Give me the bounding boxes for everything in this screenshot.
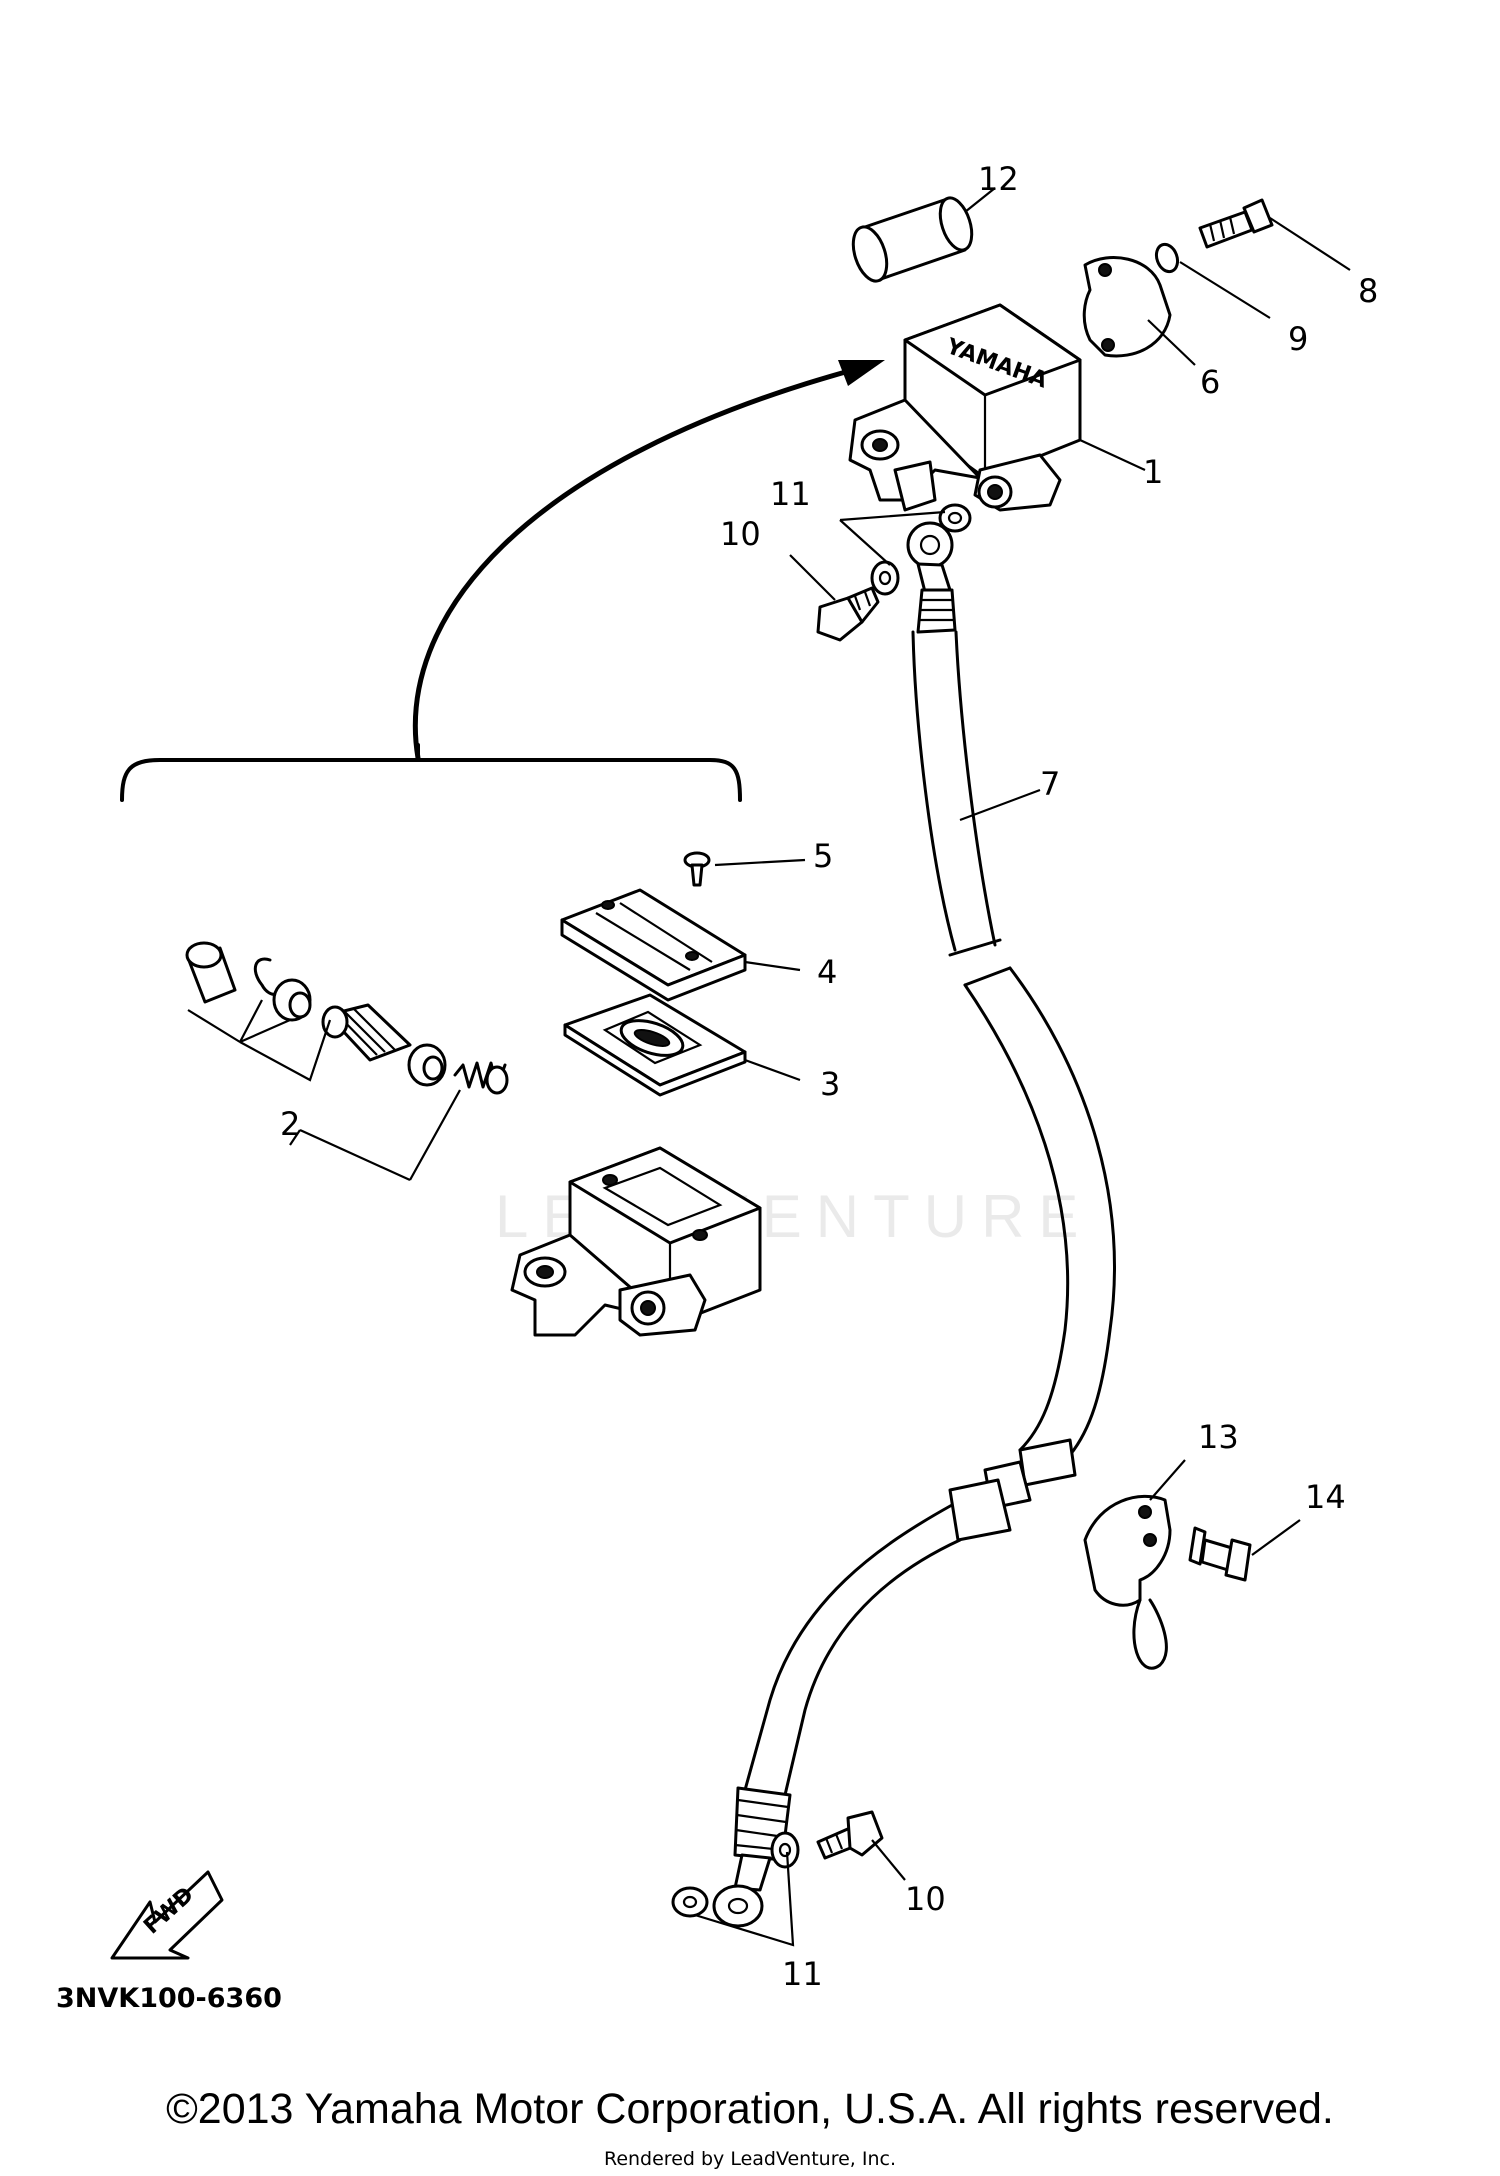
callout-6: 6 xyxy=(1200,363,1220,401)
leader-lines xyxy=(694,187,1351,1947)
fwd-arrow-icon: FWD xyxy=(110,1870,224,1960)
callout-5: 5 xyxy=(813,837,833,875)
holder-part-6 xyxy=(1082,256,1172,358)
assembly-arrow xyxy=(412,360,885,761)
master-cylinder-body-exploded xyxy=(510,1146,762,1337)
rendered-by-notice: Rendered by LeadVenture, Inc. xyxy=(603,2148,897,2170)
bolt-part-14 xyxy=(1188,1526,1252,1582)
exploded-view-bracket xyxy=(120,743,742,802)
callout-9: 9 xyxy=(1288,320,1308,358)
copper-washers-part-11-top xyxy=(870,503,972,596)
callout-2: 2 xyxy=(280,1105,300,1143)
cylinder-kit-part-2 xyxy=(185,941,509,1182)
screw-part-5 xyxy=(683,851,711,887)
hose-guide-part-13 xyxy=(1083,1494,1172,1670)
master-cylinder-part-1: YAMAHA xyxy=(848,303,1082,512)
washer-part-9 xyxy=(1154,242,1180,274)
callout-13: 13 xyxy=(1198,1418,1239,1456)
callout-11-bottom: 11 xyxy=(782,1955,823,1993)
brake-hose-part-7 xyxy=(712,521,1116,1928)
callout-10-top: 10 xyxy=(720,515,761,553)
callout-4: 4 xyxy=(817,953,837,991)
diaphragm-part-3 xyxy=(563,993,747,1097)
callout-11-top: 11 xyxy=(770,475,811,513)
cap-part-12 xyxy=(851,196,974,283)
callout-14: 14 xyxy=(1305,1478,1346,1516)
callout-12: 12 xyxy=(978,160,1019,198)
callout-8: 8 xyxy=(1358,272,1378,310)
copyright-notice: ©2013 Yamaha Motor Corporation, U.S.A. A… xyxy=(166,2085,1334,2133)
bolt-part-8 xyxy=(1198,198,1274,249)
union-bolt-part-10-top xyxy=(816,586,880,642)
union-bolt-part-10-bottom xyxy=(816,1810,884,1860)
callout-10-bottom: 10 xyxy=(905,1880,946,1918)
cover-part-4 xyxy=(560,888,747,1002)
diagram-code: 3NVK100-6360 xyxy=(56,1983,282,2014)
callout-1: 1 xyxy=(1143,453,1163,491)
callout-3: 3 xyxy=(820,1065,840,1103)
copper-washers-part-11-bottom xyxy=(671,1831,800,1918)
callout-7: 7 xyxy=(1040,765,1060,803)
